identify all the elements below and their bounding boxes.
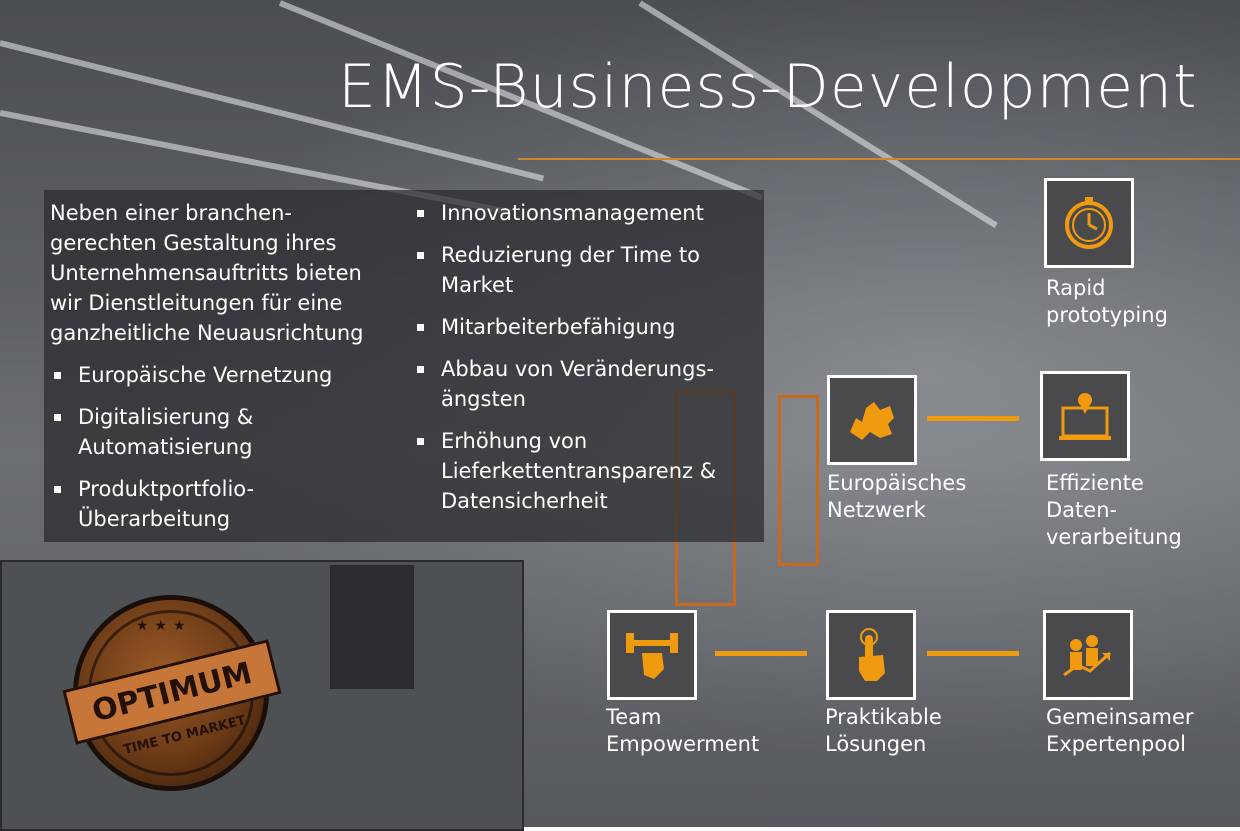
list-item: Innovationsmanagement [413,198,758,228]
text-panel [44,190,764,542]
connector-line [927,651,1019,656]
stopwatch-icon [1044,178,1134,268]
connector-line [715,651,807,656]
people-growth-icon [1043,610,1133,700]
list-item: Mitarbeiterbefähigung [413,312,758,342]
list-item: Erhöhung von Lieferkettentransparenz & D… [413,426,758,516]
machine-frame [778,395,819,566]
list-item: Digitalisierung & Automatisierung [50,402,380,462]
title-underline [518,158,1240,160]
feature-label-rapid: Rapid prototyping [1046,276,1168,327]
feature-label-data: Effiziente Daten-verarbeitung [1046,471,1182,549]
control-panel [330,565,414,689]
page-title: EMS-Business-Development [338,52,1198,122]
intro-text: Neben einer branchen-gerechten Gestaltun… [50,201,364,345]
optimum-time-to-market-badge: ★★★ OPTIMUM TIME TO MARKET [62,600,282,786]
feature-label-team: Team Empowerment [606,705,760,756]
feature-label-experts: Gemeinsamer Expertenpool [1046,705,1194,756]
star-icon: ★★★ [136,618,192,634]
europe-map-icon [827,375,917,465]
pointing-hand-icon [826,610,916,700]
strength-icon [607,610,697,700]
connector-line [927,416,1019,421]
feature-label-europe: Europäisches Netzwerk [827,471,967,522]
service-list-left: Europäische Vernetzung Digitalisierung &… [50,360,380,546]
list-item: Reduzierung der Time to Market [413,240,758,300]
list-item: Europäische Vernetzung [50,360,380,390]
list-item: Produktportfolio-Überarbeitung [50,474,380,534]
feature-label-solutions: Praktikable Lösungen [825,705,942,756]
service-list-right: Innovationsmanagement Reduzierung der Ti… [413,198,758,528]
list-item: Abbau von Veränderungs-ängsten [413,354,758,414]
laptop-location-icon [1040,371,1130,461]
